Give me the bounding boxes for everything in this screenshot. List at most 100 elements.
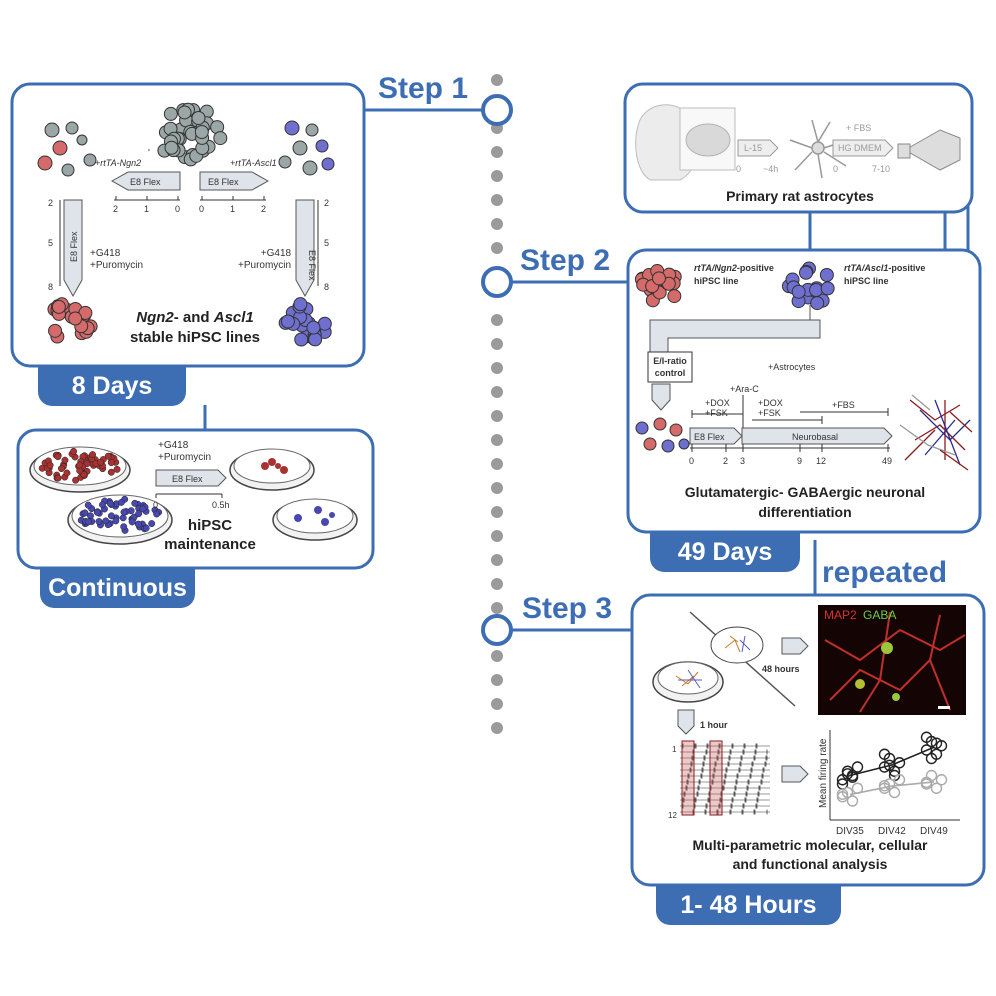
p1-medium-left: E8 Flex: [130, 177, 161, 187]
cell: [306, 320, 321, 335]
colony-cell: [70, 447, 78, 455]
cell: [164, 140, 179, 155]
dish-blue-sparse: [272, 498, 358, 541]
cell: [163, 106, 178, 121]
p1-label-left: +rtTA-Ngn2: [95, 158, 141, 168]
cell: [191, 110, 206, 125]
cell: [791, 284, 806, 299]
colony-cell: [119, 514, 127, 522]
arrow-down-right: [295, 199, 315, 298]
p1-vmedium-right: E8 Flex: [307, 250, 317, 281]
p1-vtick-l2: 8: [48, 282, 53, 292]
p2-dox2-b: +FSK: [758, 408, 781, 418]
timeline-dot: [491, 410, 503, 422]
dish-blue-colonies: [77, 495, 163, 534]
step1-label: Step 1: [378, 72, 469, 105]
chart-point: [851, 761, 864, 773]
p2-ngn2-line2: hiPSC line: [694, 276, 739, 286]
colony-cell: [97, 458, 105, 466]
maint-reagents: +G418 +Puromycin: [158, 440, 212, 463]
cell: [294, 332, 309, 347]
chart-point: [920, 731, 933, 743]
maint-tick1: 0.5h: [212, 500, 230, 510]
timeline-dot: [491, 650, 503, 662]
burst-highlight: [709, 740, 723, 816]
p1-tick-r2: 2: [261, 204, 266, 214]
mixed-cells: [635, 417, 690, 453]
p2-fbs: +FBS: [832, 400, 855, 410]
p1-vtick-l0: 2: [48, 198, 53, 208]
p2-tick4: 12: [816, 456, 826, 466]
p1-title-line2: stable hiPSC lines: [129, 329, 261, 346]
p1-tick-l2: 0: [175, 204, 180, 214]
chart-point: [846, 795, 859, 807]
p1-vmedium-left: E8 Flex: [69, 231, 79, 262]
timeline-dot: [491, 506, 503, 518]
arrow-hg: [832, 139, 894, 157]
repeated-label: repeated: [822, 556, 948, 589]
timeline-dot: [491, 434, 503, 446]
cell: [651, 271, 666, 286]
timeline-dot: [491, 338, 503, 350]
colony-cell: [102, 517, 110, 525]
astro-medium2: HG DMEM: [838, 143, 882, 153]
dish-red-colonies: [38, 447, 121, 484]
timeline-dot: [491, 698, 503, 710]
chart-point: [935, 774, 948, 786]
cell: [809, 283, 824, 298]
p1-vtick-r0: 2: [324, 198, 329, 208]
colony-cell: [113, 465, 121, 473]
timeline-dot: [491, 722, 503, 734]
colony-cell: [84, 501, 92, 509]
p2-ascl1-line: rtTA/Ascl1-positive hiPSC line: [844, 262, 925, 288]
maint-tick0: 0: [153, 500, 158, 510]
p1-vtick-r2: 8: [324, 282, 329, 292]
timeline-dot: [491, 74, 503, 86]
p2-ratio-text: E/I-ratio control: [653, 356, 687, 378]
p2-dox2-a: +DOX: [758, 398, 783, 408]
p2-tick3: 9: [797, 456, 802, 466]
tab-8-days: 8 Days: [38, 366, 186, 406]
timeline-dot: [491, 146, 503, 158]
step2-marker: [481, 266, 513, 298]
arrow-down-left: [63, 199, 83, 298]
p2-tick2: 3: [740, 456, 745, 466]
cell: [293, 297, 308, 312]
p2-title: Glutamatergic- GABAergic neuronal differ…: [684, 484, 926, 520]
p1-title-ngn2: Ngn2: [136, 309, 174, 326]
arrow-l15: [737, 139, 779, 157]
chart-point: [883, 759, 896, 771]
tab-continuous: Continuous: [40, 568, 195, 608]
colony-cell: [128, 518, 136, 526]
p2-tick1: 2: [723, 456, 728, 466]
astro-medium1: L-15: [744, 143, 762, 153]
red-colony-panel1: [47, 297, 98, 344]
cell: [810, 296, 825, 311]
chart-point: [878, 761, 891, 773]
p2-medium2: Neurobasal: [792, 432, 838, 442]
chart-point: [925, 752, 938, 765]
colony-cell: [54, 453, 62, 461]
blue-colony-panel2: [781, 261, 835, 311]
scattered-cells-left: [37, 121, 97, 177]
p3-micro-label1: MAP2: [824, 608, 857, 622]
timeline-dot: [491, 170, 503, 182]
colony-cell: [81, 509, 89, 517]
neuron-network-illustration: [899, 394, 973, 471]
chart-point: [846, 771, 859, 783]
timeline-dot: [491, 314, 503, 326]
astro-t3: 7-10: [872, 164, 890, 174]
astro-t0: 0: [736, 164, 741, 174]
timeline-dot: [491, 218, 503, 230]
p1-tick-dash-top: ': [148, 148, 150, 159]
p1-tick-l1: 1: [144, 204, 149, 214]
colony-cell: [117, 498, 125, 506]
arrow-ratio-down: [651, 383, 671, 411]
p2-tick0: 0: [689, 456, 694, 466]
cell: [820, 281, 835, 296]
timeline-dot: [491, 362, 503, 374]
p3-xtick1: DIV42: [878, 826, 906, 837]
blue-colony-panel1: [278, 297, 332, 347]
p1-label-right: +rtTA-Ascl1: [230, 158, 277, 168]
chart-point: [920, 744, 933, 756]
